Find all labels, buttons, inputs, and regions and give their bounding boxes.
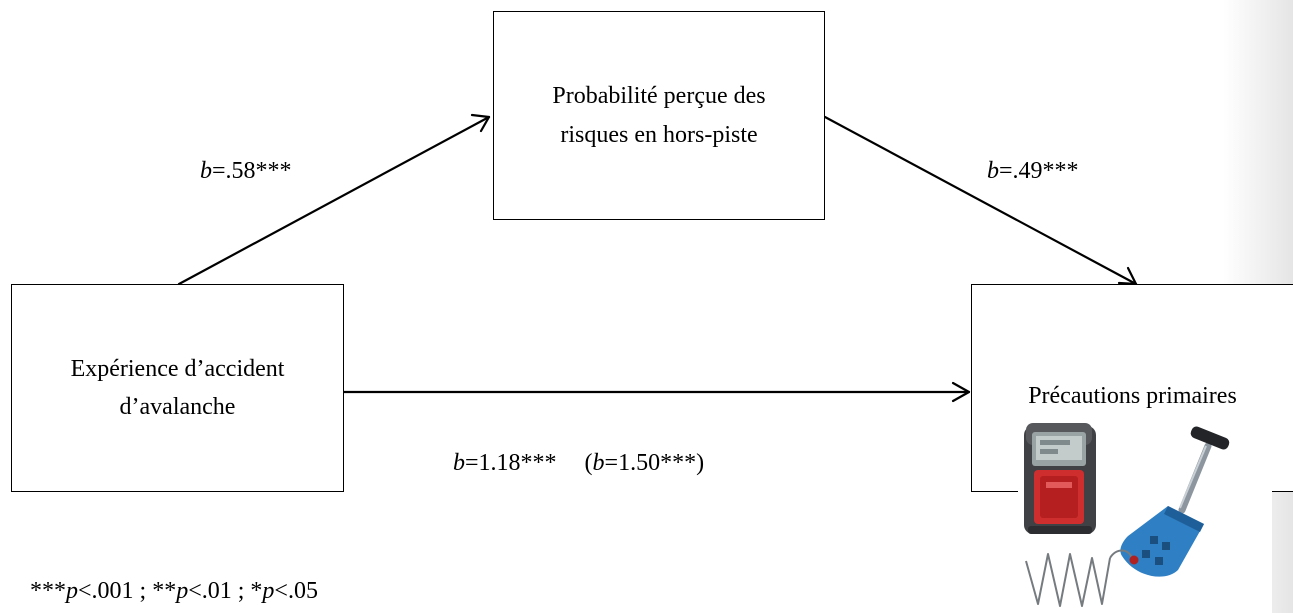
arrow-a-predictor-to-mediator [177,115,491,286]
path-a-value: =.58*** [212,158,292,184]
path-b-symbol: b [987,158,999,184]
note-stars-1: *** [30,578,66,604]
outcome-label: Précautions primaires [1028,383,1237,409]
path-c-total-effect: (b=1.50***) [585,450,705,476]
path-c-value: =1.18*** [465,450,557,476]
predictor-label-line-1: Expérience d’accident [70,355,285,382]
note-rest-3: <.05 [274,578,318,604]
note-p-2: p [176,578,189,604]
path-c-total-value: =1.50***) [604,450,705,476]
avalanche-shovel-icon [1120,426,1230,577]
arrow-b-mediator-to-outcome [823,115,1138,286]
path-b-coefficient: b=.49*** [987,158,1079,185]
avalanche-transceiver-icon [1024,423,1096,534]
arrow-a-head [470,113,491,133]
path-b-value: =.49*** [999,158,1079,184]
mediator-label: Probabilité perçue des risques en hors-p… [552,77,765,154]
predictor-label-line-2: d’avalanche [119,394,236,420]
predictor-label: Expérience d’accident d’avalanche [71,350,285,427]
path-a-coefficient: b=.58*** [200,158,292,185]
avalanche-probe-icon [1025,549,1139,607]
path-c-symbol: b [453,450,465,476]
mediator-label-line-2: risques en hors-piste [560,121,758,148]
note-stars-3: * [250,578,263,604]
path-c-total-symbol: b [592,450,605,476]
arrow-c-head [951,381,971,403]
path-a-symbol: b [200,158,212,184]
note-p-3: p [262,578,275,604]
path-c-total-open-paren: ( [584,450,593,476]
predictor-box: Expérience d’accident d’avalanche [11,284,344,492]
significance-note: ***p<.001 ; **p<.01 ; *p<.05 [30,578,318,605]
path-c-coefficient: b=1.18***(b=1.50***) [453,450,704,477]
mediator-box: Probabilité perçue des risques en hors-p… [493,11,825,220]
mediator-label-line-1: Probabilité perçue des [552,83,766,110]
safety-equipment-illustration [1018,418,1272,613]
note-rest-2: <.01 ; [188,578,251,604]
note-rest-1: <.001 ; [78,578,153,604]
note-stars-2: ** [152,578,177,604]
note-p-1: p [66,578,78,604]
